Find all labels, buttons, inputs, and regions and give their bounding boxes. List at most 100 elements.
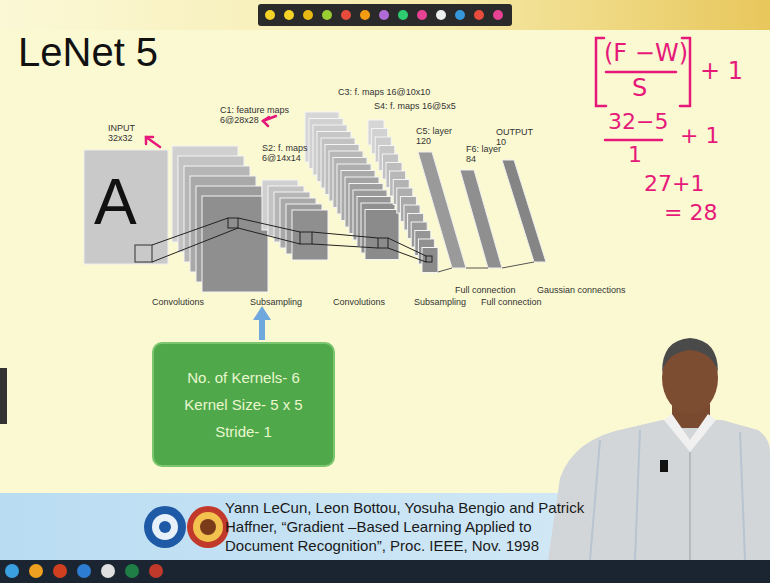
layer-label: INPUT [108,124,135,134]
projection-line [388,238,426,256]
c3-feature-maps [305,112,399,260]
s4-feature-maps [368,120,438,273]
box-text: Stride- 1 [215,418,272,445]
presenter-hair [662,338,718,372]
taskbar-icon [29,564,43,578]
pen-arrowhead [146,137,153,144]
layer-label: 6@28x28 [220,116,259,126]
receptive-field [300,232,312,244]
operation-label: Convolutions [152,298,204,308]
toolbar-icon [341,10,351,20]
pointer-arrow [253,306,271,340]
box-text: No. of Kernels- 6 [187,364,300,391]
projection-line [312,232,378,238]
taskbar-icons [5,564,163,578]
layer-label: C5: layer [416,127,452,137]
logo-ring [187,506,229,548]
handwritten-formula: + 1 [680,124,719,148]
toolbar-icon [379,10,389,20]
layer-label: S4: f. maps 16@5x5 [374,102,456,112]
handwritten-formula: 27+1 [644,172,704,196]
connection-line [438,268,452,272]
operation-label: Gaussian connections [537,286,626,296]
institute-logo [144,506,186,548]
arrow-head [253,306,271,320]
presenter-shirt [548,420,770,560]
lapel-microphone [660,460,668,472]
handwritten-formula: 1 [628,143,642,167]
projection-line [238,228,300,244]
toolbar-panel [258,4,512,26]
taskbar-icon [101,564,115,578]
logo-ring [193,512,223,542]
receptive-field [378,238,388,248]
taskbar-icon [77,564,91,578]
operation-label: Subsampling [250,298,302,308]
handwritten-formula: (F −W) [604,40,688,66]
feature-map [365,210,399,260]
toolbar-icon [303,10,313,20]
annotation-toolbar [258,4,512,26]
toolbar-icon [493,10,503,20]
receptive-field [135,245,152,262]
layer-label: 84 [466,155,476,165]
connection-line [502,262,534,268]
taskbar-icon [53,564,67,578]
logo-center [152,514,178,540]
layer-label: OUTPUT [496,128,533,138]
f6-layer-band [460,170,502,268]
fraction-bar [605,139,662,142]
connection-line [466,268,488,269]
handwritten-letter: A [94,170,137,234]
shirt-stripe [740,432,745,560]
layer-label: C1: feature maps [220,106,289,116]
receptive-field [426,256,432,262]
fraction-bar [606,71,676,74]
output-band [502,160,546,262]
feature-map [202,196,268,292]
toolbar-icon [455,10,465,20]
layer-label: S2: f. maps [262,144,308,154]
projection-line [388,248,426,262]
projection-line [152,218,228,245]
nptel-logo [187,506,229,548]
slide-title: LeNet 5 [18,30,158,74]
layer-label: 6@14x14 [262,154,301,164]
handwritten-formula: S [632,75,647,101]
box-text: Kernel Size- 5 x 5 [184,391,302,418]
logo-center [200,519,216,535]
pen-arrowhead [263,117,269,126]
shirt-stripe [635,430,640,560]
citation-text: Yann LeCun, Leon Bottou, Yosuha Bengio a… [225,498,600,555]
arrow-shaft [259,318,265,340]
taskbar-icon [125,564,139,578]
projection-line [312,244,378,248]
taskbar-icon [5,564,19,578]
layer-label: 120 [416,137,431,147]
toolbar-icon [436,10,446,20]
operation-label: Full connection [481,298,542,308]
layer-label: C3: f. maps 16@10x10 [338,88,430,98]
s2-feature-maps [262,180,328,260]
toolbar-icon [284,10,294,20]
presenter [548,338,770,560]
operation-label: Full connection [455,286,516,296]
logo-dot [159,521,171,533]
c5-layer-band [418,152,466,268]
shirt-collar [664,414,716,452]
toolbar-icon [474,10,484,20]
logo-ring [144,506,186,548]
toolbar-icon [398,10,408,20]
toolbar-icon [360,10,370,20]
edge-marker [0,368,7,424]
taskbar-icon [149,564,163,578]
operation-label: Subsampling [414,298,466,308]
receptive-field [228,218,238,228]
toolbar-icon [417,10,427,20]
handwritten-formula: 32−5 [608,110,668,134]
feature-map [292,210,328,260]
feature-map [422,248,438,273]
pen-arrow [146,137,160,147]
toolbar-icon [265,10,275,20]
